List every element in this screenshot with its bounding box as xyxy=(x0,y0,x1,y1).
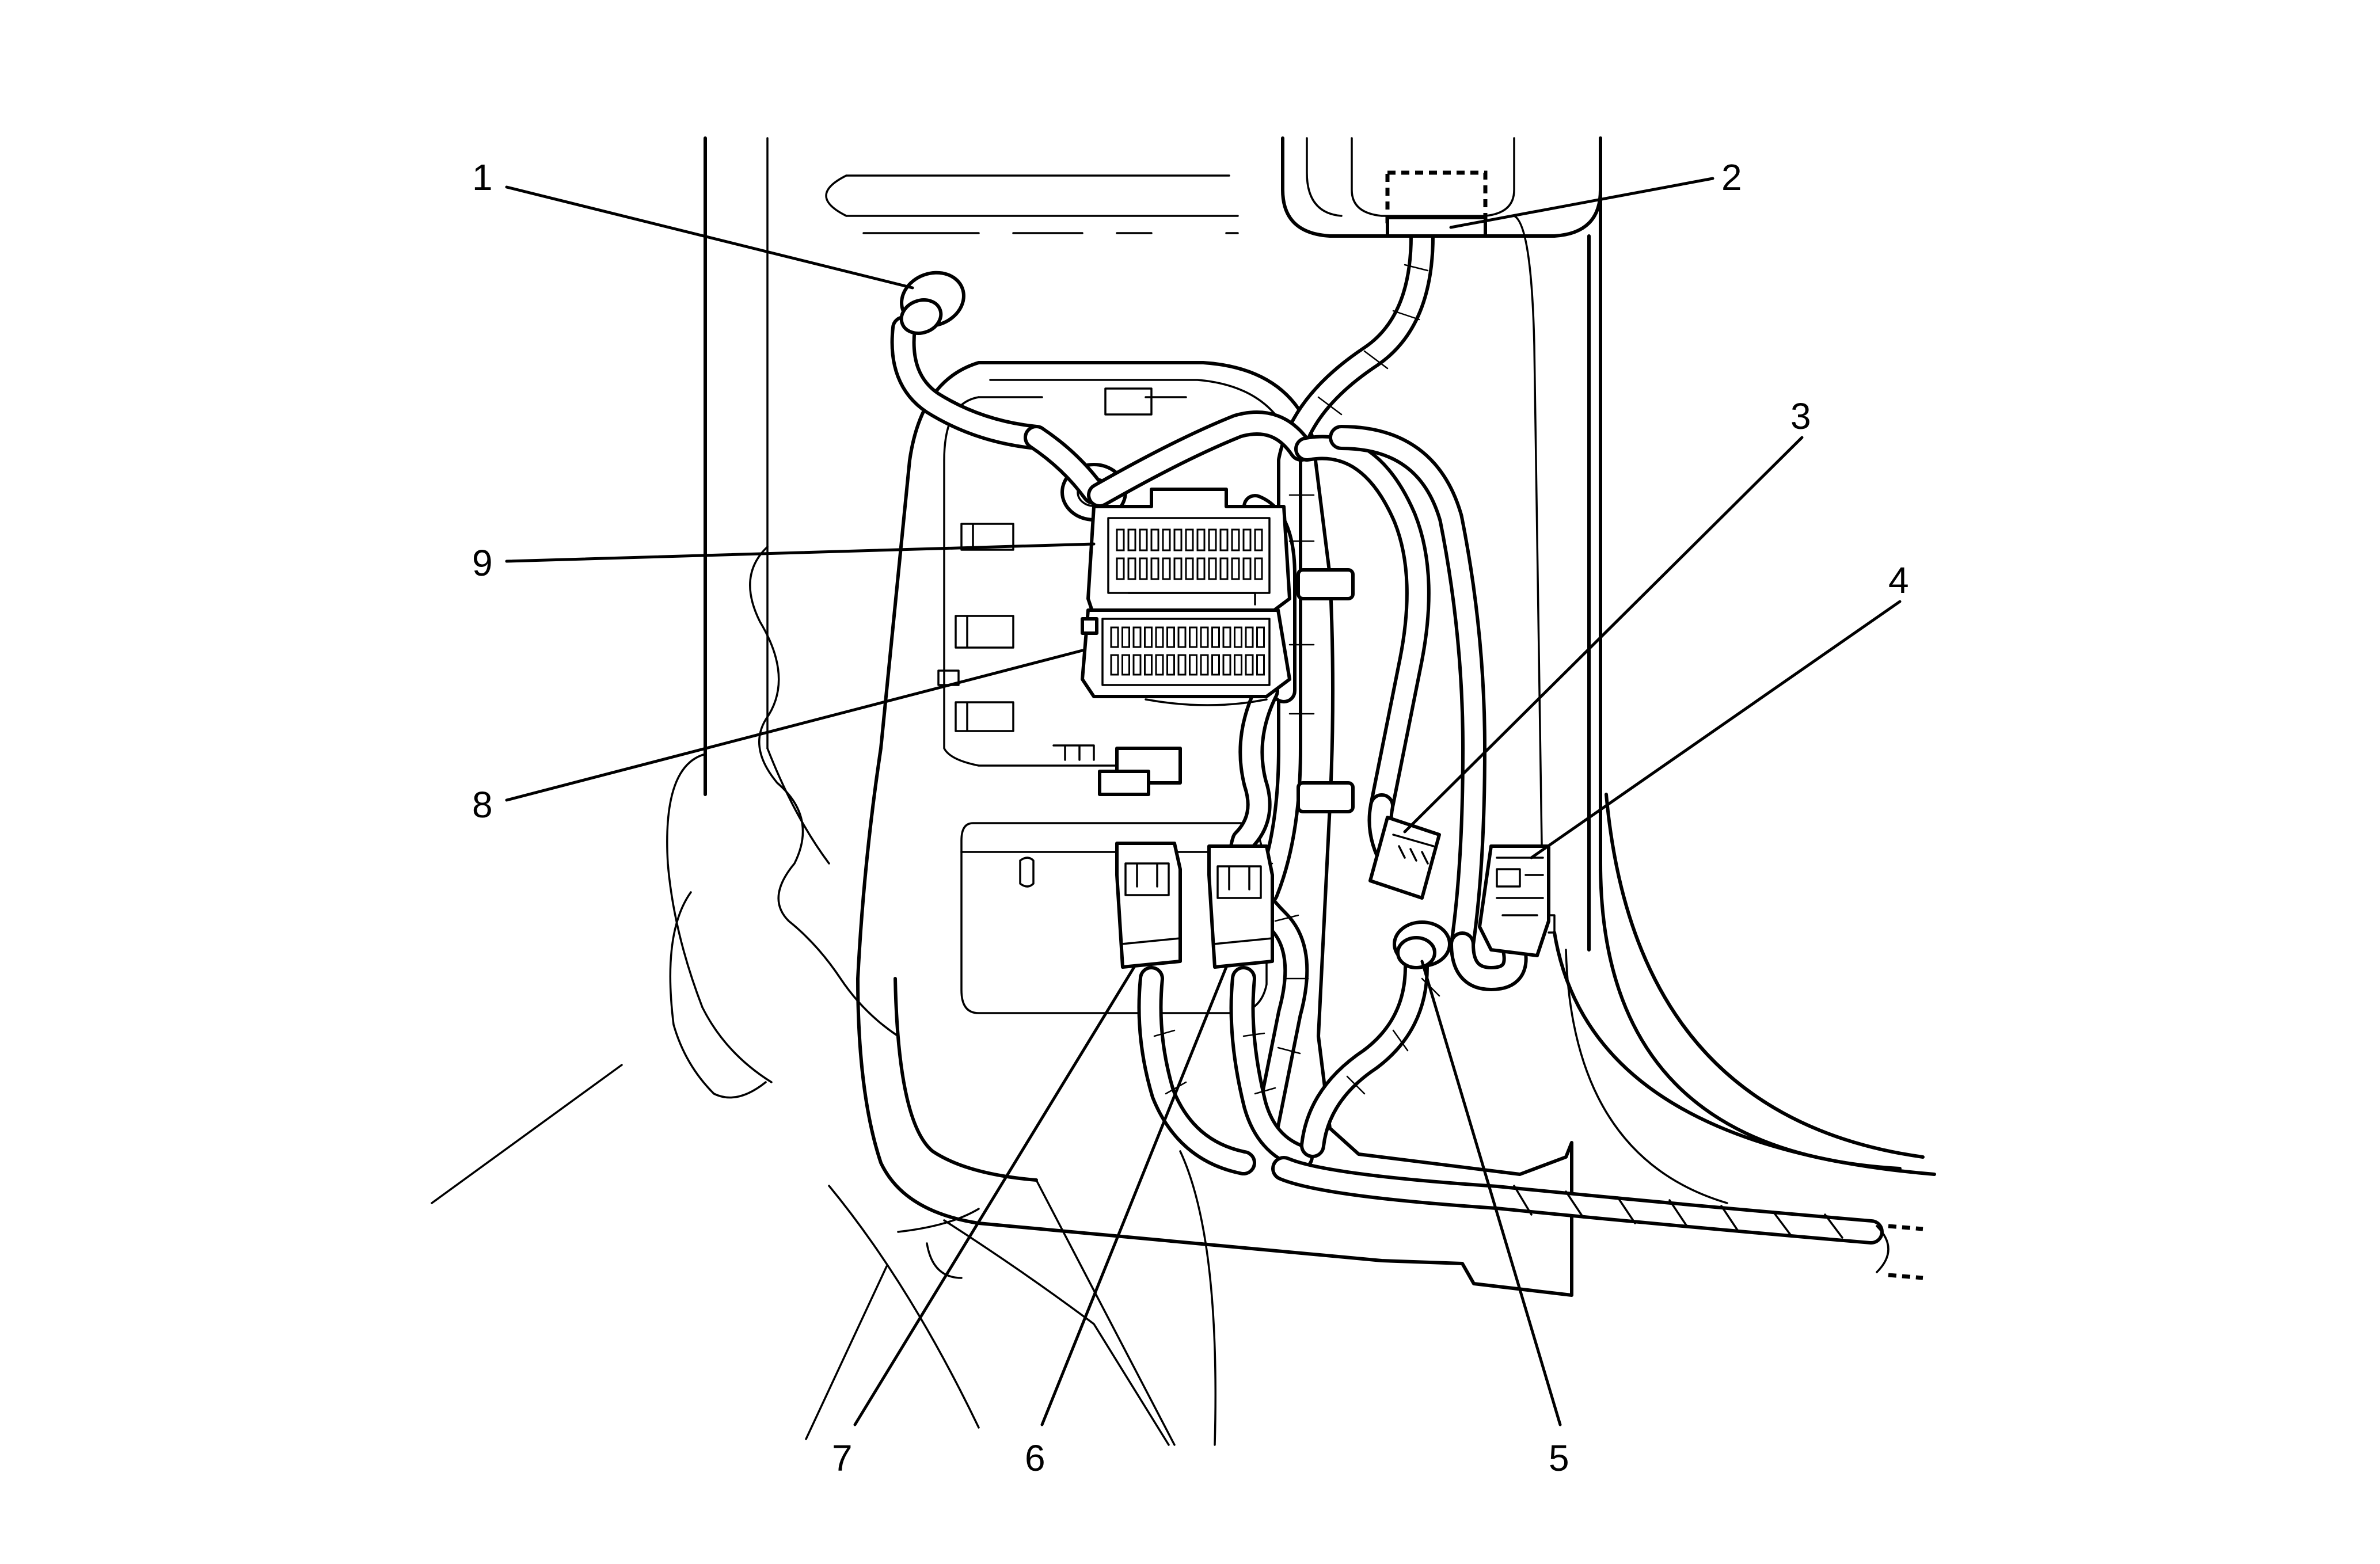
connector-pin-cavity xyxy=(1110,654,1119,676)
callout-5: 5 xyxy=(1549,1437,1569,1479)
connector-pin-cavity xyxy=(1185,557,1194,580)
component-3-connector xyxy=(1368,816,1441,900)
connector-pin-cavity xyxy=(1116,557,1125,580)
connector-pin-cavity xyxy=(1208,557,1217,580)
component-1-grommet-connector xyxy=(899,271,965,335)
callouts: 1 2 3 4 5 6 7 8 9 xyxy=(472,157,1909,1479)
callout-3: 3 xyxy=(1790,395,1811,437)
connector-pin-cavity xyxy=(1208,528,1217,551)
connector-pin-cavity xyxy=(1162,528,1171,551)
connector-pin-cavity xyxy=(1173,557,1183,580)
connector-pin-cavity xyxy=(1211,654,1220,676)
connector-pin-cavity xyxy=(1177,626,1187,648)
connector-pin-cavity xyxy=(1222,654,1231,676)
connector-pin-cavity xyxy=(1150,557,1159,580)
harness-continuation xyxy=(1876,1224,1923,1280)
callout-7: 7 xyxy=(832,1437,853,1479)
connector-pin-cavity xyxy=(1139,557,1148,580)
connector-pin-cavity xyxy=(1254,557,1263,580)
connector-pin-cavity xyxy=(1219,528,1229,551)
connector-pin-cavity xyxy=(1150,528,1159,551)
connector-pin-cavity xyxy=(1219,557,1229,580)
connector-pin-cavity xyxy=(1166,626,1175,648)
connector-pin-cavity xyxy=(1256,654,1265,676)
component-7-connector xyxy=(1115,842,1182,969)
connector-pin-cavity xyxy=(1254,528,1263,551)
connector-pin-cavity xyxy=(1110,626,1119,648)
connector-pin-cavity xyxy=(1222,626,1231,648)
callout-6: 6 xyxy=(1025,1437,1045,1479)
component-9-upper-connector xyxy=(1086,488,1291,618)
callout-2: 2 xyxy=(1721,157,1742,198)
connector-pin-cavity xyxy=(1234,626,1242,648)
component-2-module-connector xyxy=(1385,170,1488,238)
connector-pin-cavity xyxy=(1234,654,1242,676)
leader-lines xyxy=(505,177,1902,1426)
connector-pin-cavity xyxy=(1162,557,1171,580)
connector-pin-cavity xyxy=(1116,528,1125,551)
connector-pin-cavity xyxy=(1166,654,1175,676)
connector-pin-cavity xyxy=(1127,528,1136,551)
connector-pin-cavity xyxy=(1245,654,1254,676)
connector-pin-cavity xyxy=(1121,654,1130,676)
connector-pin-cavity xyxy=(1200,626,1209,648)
connector-pin-cavity xyxy=(1132,626,1142,648)
connector-pin-cavity xyxy=(1200,654,1209,676)
callout-8: 8 xyxy=(472,784,493,825)
callout-9: 9 xyxy=(472,542,493,584)
connector-pin-cavity xyxy=(1155,626,1164,648)
component-4-connector xyxy=(1478,844,1556,957)
connector-pin-cavity xyxy=(1121,626,1130,648)
connector-pin-cavity xyxy=(1189,626,1197,648)
connector-pin-cavity xyxy=(1177,654,1187,676)
connector-pin-cavity xyxy=(1185,528,1194,551)
connector-pin-cavity xyxy=(1144,626,1153,648)
callout-1: 1 xyxy=(472,157,493,198)
connector-pin-cavity xyxy=(1211,626,1220,648)
connector-pin-cavity xyxy=(1173,528,1183,551)
connector-pin-cavity xyxy=(1242,528,1252,551)
connector-pin-cavity xyxy=(1196,557,1206,580)
connector-pin-cavity xyxy=(1155,654,1164,676)
connector-pin-cavity xyxy=(1196,528,1206,551)
connector-pin-cavity xyxy=(1139,528,1148,551)
connector-pin-cavity xyxy=(1256,626,1265,648)
connector-pin-cavity xyxy=(1231,557,1240,580)
connector-pin-cavity xyxy=(1245,626,1254,648)
wire-harness xyxy=(890,223,1884,1245)
connector-pin-cavity xyxy=(1189,654,1197,676)
connector-pin-cavity xyxy=(1127,557,1136,580)
connector-pin-cavity xyxy=(1242,557,1252,580)
callout-4: 4 xyxy=(1888,560,1909,601)
connector-pin-cavity xyxy=(1144,654,1153,676)
component-6-connector xyxy=(1207,844,1274,969)
connector-pin-cavity xyxy=(1132,654,1142,676)
connector-pin-cavity xyxy=(1231,528,1240,551)
body-panel-outlines xyxy=(431,136,1936,1446)
component-8-lower-connector xyxy=(1081,608,1291,706)
